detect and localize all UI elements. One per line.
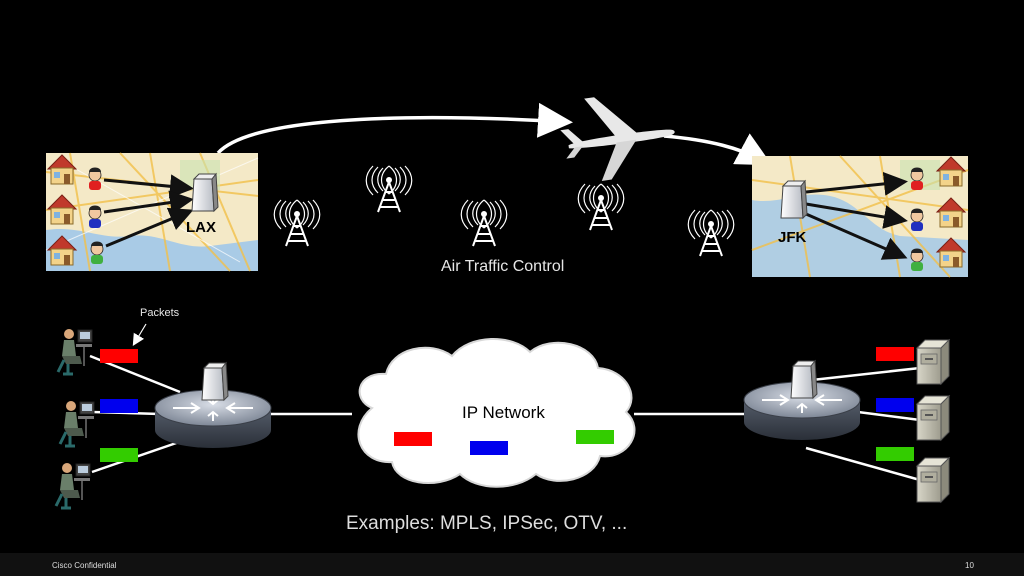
flight-arc-inbound bbox=[663, 133, 773, 166]
packet-green bbox=[876, 447, 914, 461]
packet-red bbox=[394, 432, 432, 446]
flight-arc-outbound bbox=[216, 102, 573, 155]
footer-bar: Cisco Confidential 10 bbox=[0, 553, 1024, 576]
server-icon bbox=[916, 339, 950, 385]
packet-green bbox=[576, 430, 614, 444]
page-number: 10 bbox=[965, 561, 974, 570]
radio-tower-icon bbox=[365, 165, 413, 213]
link-arrow bbox=[105, 207, 194, 248]
packets-label: Packets bbox=[140, 307, 180, 319]
confidential-notice: Cisco Confidential bbox=[52, 561, 117, 570]
workstation-user-icon bbox=[58, 399, 96, 448]
network-links bbox=[89, 354, 921, 482]
server-icon bbox=[916, 457, 950, 503]
link-arrow bbox=[103, 190, 194, 215]
router-right-tower-icon bbox=[790, 360, 818, 399]
air-traffic-control-caption: Air Traffic Control bbox=[441, 258, 565, 275]
link-arrow bbox=[805, 202, 908, 229]
person-icon bbox=[90, 241, 104, 264]
ip-network-cloud bbox=[357, 338, 636, 488]
jfk-label: JFK bbox=[778, 229, 807, 246]
workstation-user-icon bbox=[56, 327, 94, 376]
packets-pointer-arrow bbox=[132, 323, 147, 347]
airplane-icon bbox=[560, 97, 675, 181]
link-arrow bbox=[805, 212, 908, 260]
person-icon bbox=[910, 208, 924, 231]
person-icon bbox=[88, 167, 102, 190]
person-icon bbox=[910, 167, 924, 190]
packet-green bbox=[100, 448, 138, 462]
examples-text: Examples: MPLS, IPSec, OTV, ... bbox=[346, 513, 628, 534]
packet-blue bbox=[876, 398, 914, 412]
jfk-tower-icon bbox=[780, 180, 808, 219]
packet-blue bbox=[100, 399, 138, 413]
link-arrow bbox=[103, 174, 194, 199]
packet-red bbox=[876, 347, 914, 361]
person-icon bbox=[910, 248, 924, 271]
radio-tower-icon bbox=[577, 183, 625, 231]
lax-tower-icon bbox=[191, 173, 219, 212]
packet-red bbox=[100, 349, 138, 363]
ip-network-label: IP Network bbox=[462, 403, 545, 422]
lax-map-panel bbox=[45, 152, 259, 272]
workstation-user-icon bbox=[54, 461, 92, 510]
lax-label: LAX bbox=[186, 219, 216, 236]
packet-blue bbox=[470, 441, 508, 455]
server-icon bbox=[916, 395, 950, 441]
person-icon bbox=[88, 205, 102, 228]
radio-tower-icon bbox=[687, 209, 735, 257]
router-left-tower-icon bbox=[201, 362, 229, 401]
radio-tower-icon bbox=[273, 199, 321, 247]
link-arrow bbox=[805, 171, 908, 196]
radio-tower-icon bbox=[460, 199, 508, 247]
